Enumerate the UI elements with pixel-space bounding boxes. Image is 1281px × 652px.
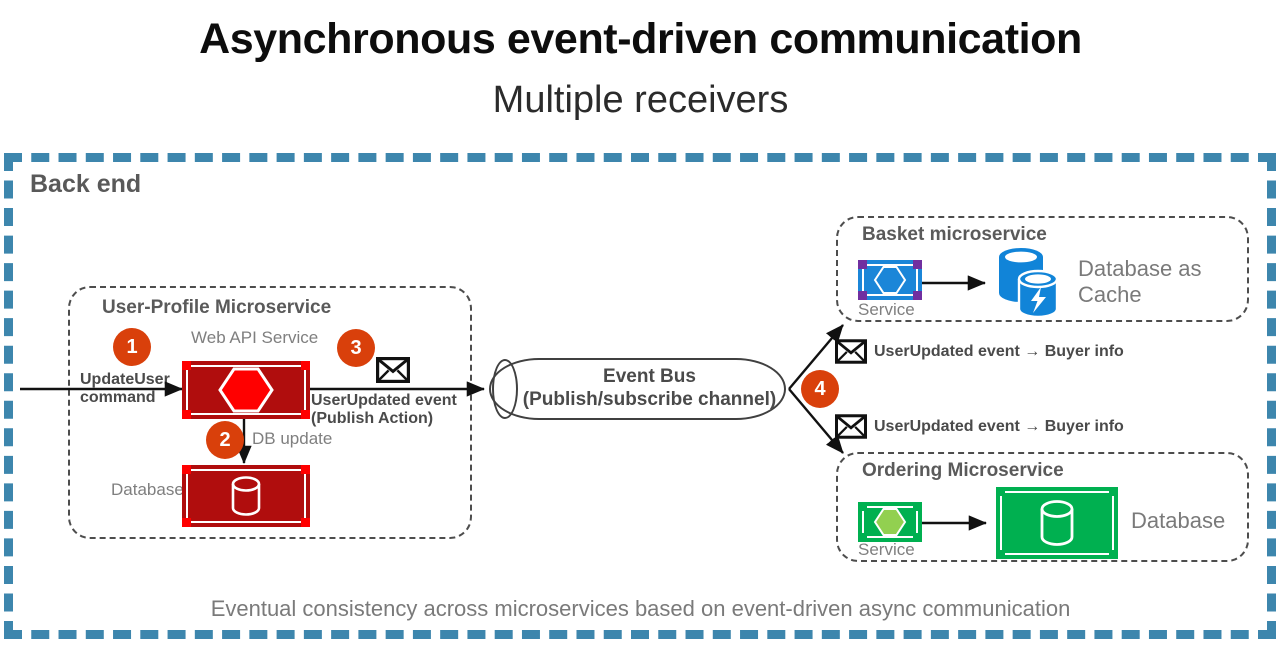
user-profile-microservice-title: User-Profile Microservice [102, 297, 332, 318]
ordering-service-caption: Service [858, 540, 915, 559]
basket-database-caption-line1: Database as [1078, 256, 1202, 281]
basket-database-caption-line2: Cache [1078, 281, 1142, 307]
user-profile-database-box [182, 465, 310, 527]
user-profile-microservice-container [68, 286, 472, 539]
web-api-service-caption: Web API Service [191, 328, 319, 347]
envelope-icon [835, 339, 867, 364]
updateuser-command-label: UpdateUser command [80, 371, 170, 408]
step-badge-3: 3 [337, 329, 375, 367]
basket-database-caption: Database as Cache [1078, 256, 1202, 308]
event-bus-line2: (Publish/subscribe channel) [522, 388, 777, 410]
ordering-database-box [996, 487, 1118, 559]
step-badge-4: 4 [801, 370, 839, 408]
basket-microservice-title: Basket microservice [862, 224, 1047, 245]
db-update-caption: DB update [252, 429, 333, 448]
event-bus-label: Event Bus (Publish/subscribe channel) [517, 366, 782, 412]
event-bus-cylinder: Event Bus (Publish/subscribe channel) [489, 358, 786, 420]
event-bus-line1: Event Bus [603, 366, 696, 387]
hexagon-icon [218, 367, 274, 413]
database-cylinder-icon [231, 476, 261, 516]
ordering-service-box [858, 502, 922, 542]
footer-note: Eventual consistency across microservice… [210, 596, 1071, 621]
ordering-microservice-title: Ordering Microservice [862, 460, 1064, 481]
fanout-top-label: UserUpdated event → Buyer info [874, 343, 1124, 360]
page-title: Asynchronous event-driven communication [199, 15, 1082, 63]
basket-service-box [858, 260, 922, 300]
backend-label: Back end [30, 170, 142, 198]
userupdated-publish-line2: (Publish Action) [311, 410, 434, 428]
hexagon-icon [873, 266, 907, 294]
database-cylinder-icon [1040, 500, 1074, 546]
envelope-icon [376, 357, 410, 383]
ordering-microservice-container [836, 452, 1249, 562]
updateuser-command-line1: UpdateUser [80, 371, 170, 388]
step-badge-2: 2 [206, 421, 244, 459]
userupdated-publish-label: UserUpdated event (Publish Action) [311, 392, 457, 429]
userupdated-publish-line1: UserUpdated event [311, 392, 457, 409]
basket-microservice-container [836, 216, 1249, 322]
user-profile-database-caption: Database [111, 480, 184, 499]
ordering-database-caption: Database [1131, 508, 1226, 533]
updateuser-command-line2: command [80, 389, 156, 407]
database-as-cache-icon [991, 243, 1069, 323]
backend-boundary [4, 153, 1276, 639]
fanout-bottom-label: UserUpdated event → Buyer info [874, 418, 1124, 435]
hexagon-icon [873, 508, 907, 536]
page-subtitle: Multiple receivers [492, 79, 789, 121]
cylinder-cap [492, 359, 518, 419]
web-api-service-box [182, 361, 310, 419]
envelope-icon [835, 414, 867, 439]
step-badge-1: 1 [113, 328, 151, 366]
basket-service-caption: Service [858, 300, 915, 319]
